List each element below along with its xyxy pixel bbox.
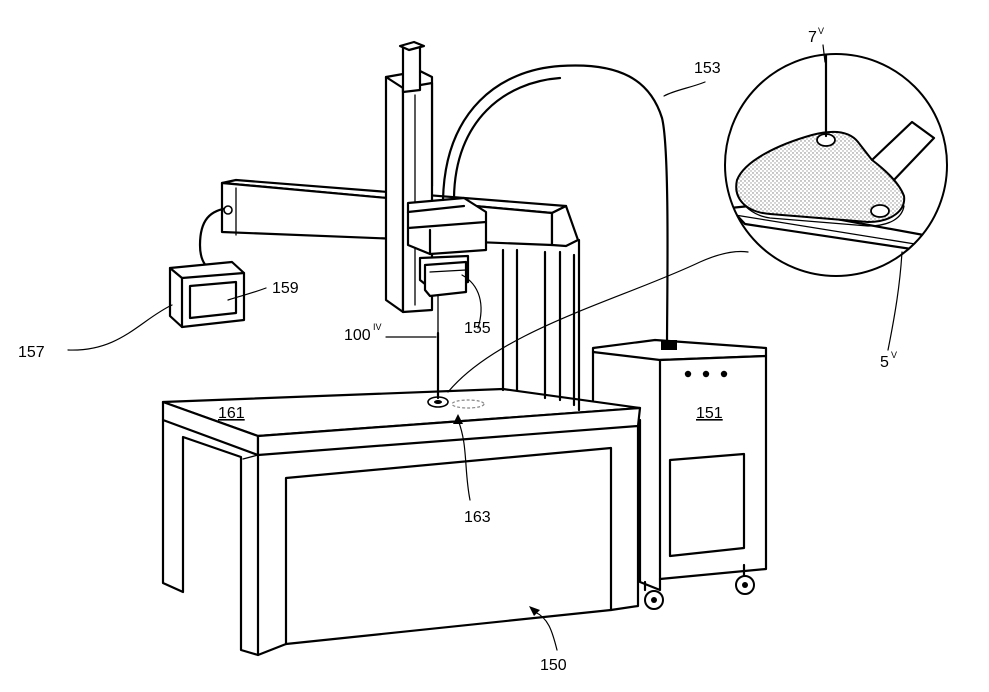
ref-label-151: 151 (696, 405, 723, 422)
leader-157 (68, 305, 172, 350)
ref-label-155: 155 (464, 320, 491, 337)
ref-label-5: 5 (880, 354, 889, 371)
cabinet-side (640, 420, 660, 590)
leader-5 (888, 252, 902, 350)
ref-label-7-superscript: V (818, 26, 824, 36)
beam-end (552, 206, 578, 246)
power-cabinet (593, 340, 766, 609)
table-bottom-edge (286, 610, 611, 644)
table-front-frame (258, 426, 638, 655)
indicator-light-2 (703, 371, 709, 377)
ref-label-157: 157 (18, 344, 45, 361)
cabinet-panel (670, 454, 744, 556)
ref-label-150: 150 (540, 657, 567, 674)
ref-label-100-superscript: IV (373, 322, 382, 332)
cable-connector (661, 340, 677, 350)
table-left-leg (163, 420, 258, 655)
ref-label-163: 163 (464, 509, 491, 526)
indicator-light-1 (685, 371, 691, 377)
leader-153 (664, 82, 705, 96)
workpiece-table (163, 389, 640, 655)
ref-label-5-superscript: V (891, 350, 897, 360)
column-post (403, 46, 420, 92)
focusing-lens (425, 262, 466, 296)
ref-label-159: 159 (272, 280, 299, 297)
indicator-light-3 (721, 371, 727, 377)
ref-label-7: 7 (808, 29, 817, 46)
ref-label-100: 100 (344, 327, 371, 344)
column-side (386, 77, 403, 312)
ref-label-161: 161 (218, 405, 245, 422)
ref-label-153: 153 (694, 60, 721, 77)
part-hole-bottom (871, 205, 889, 217)
laser-gantry (222, 42, 579, 410)
